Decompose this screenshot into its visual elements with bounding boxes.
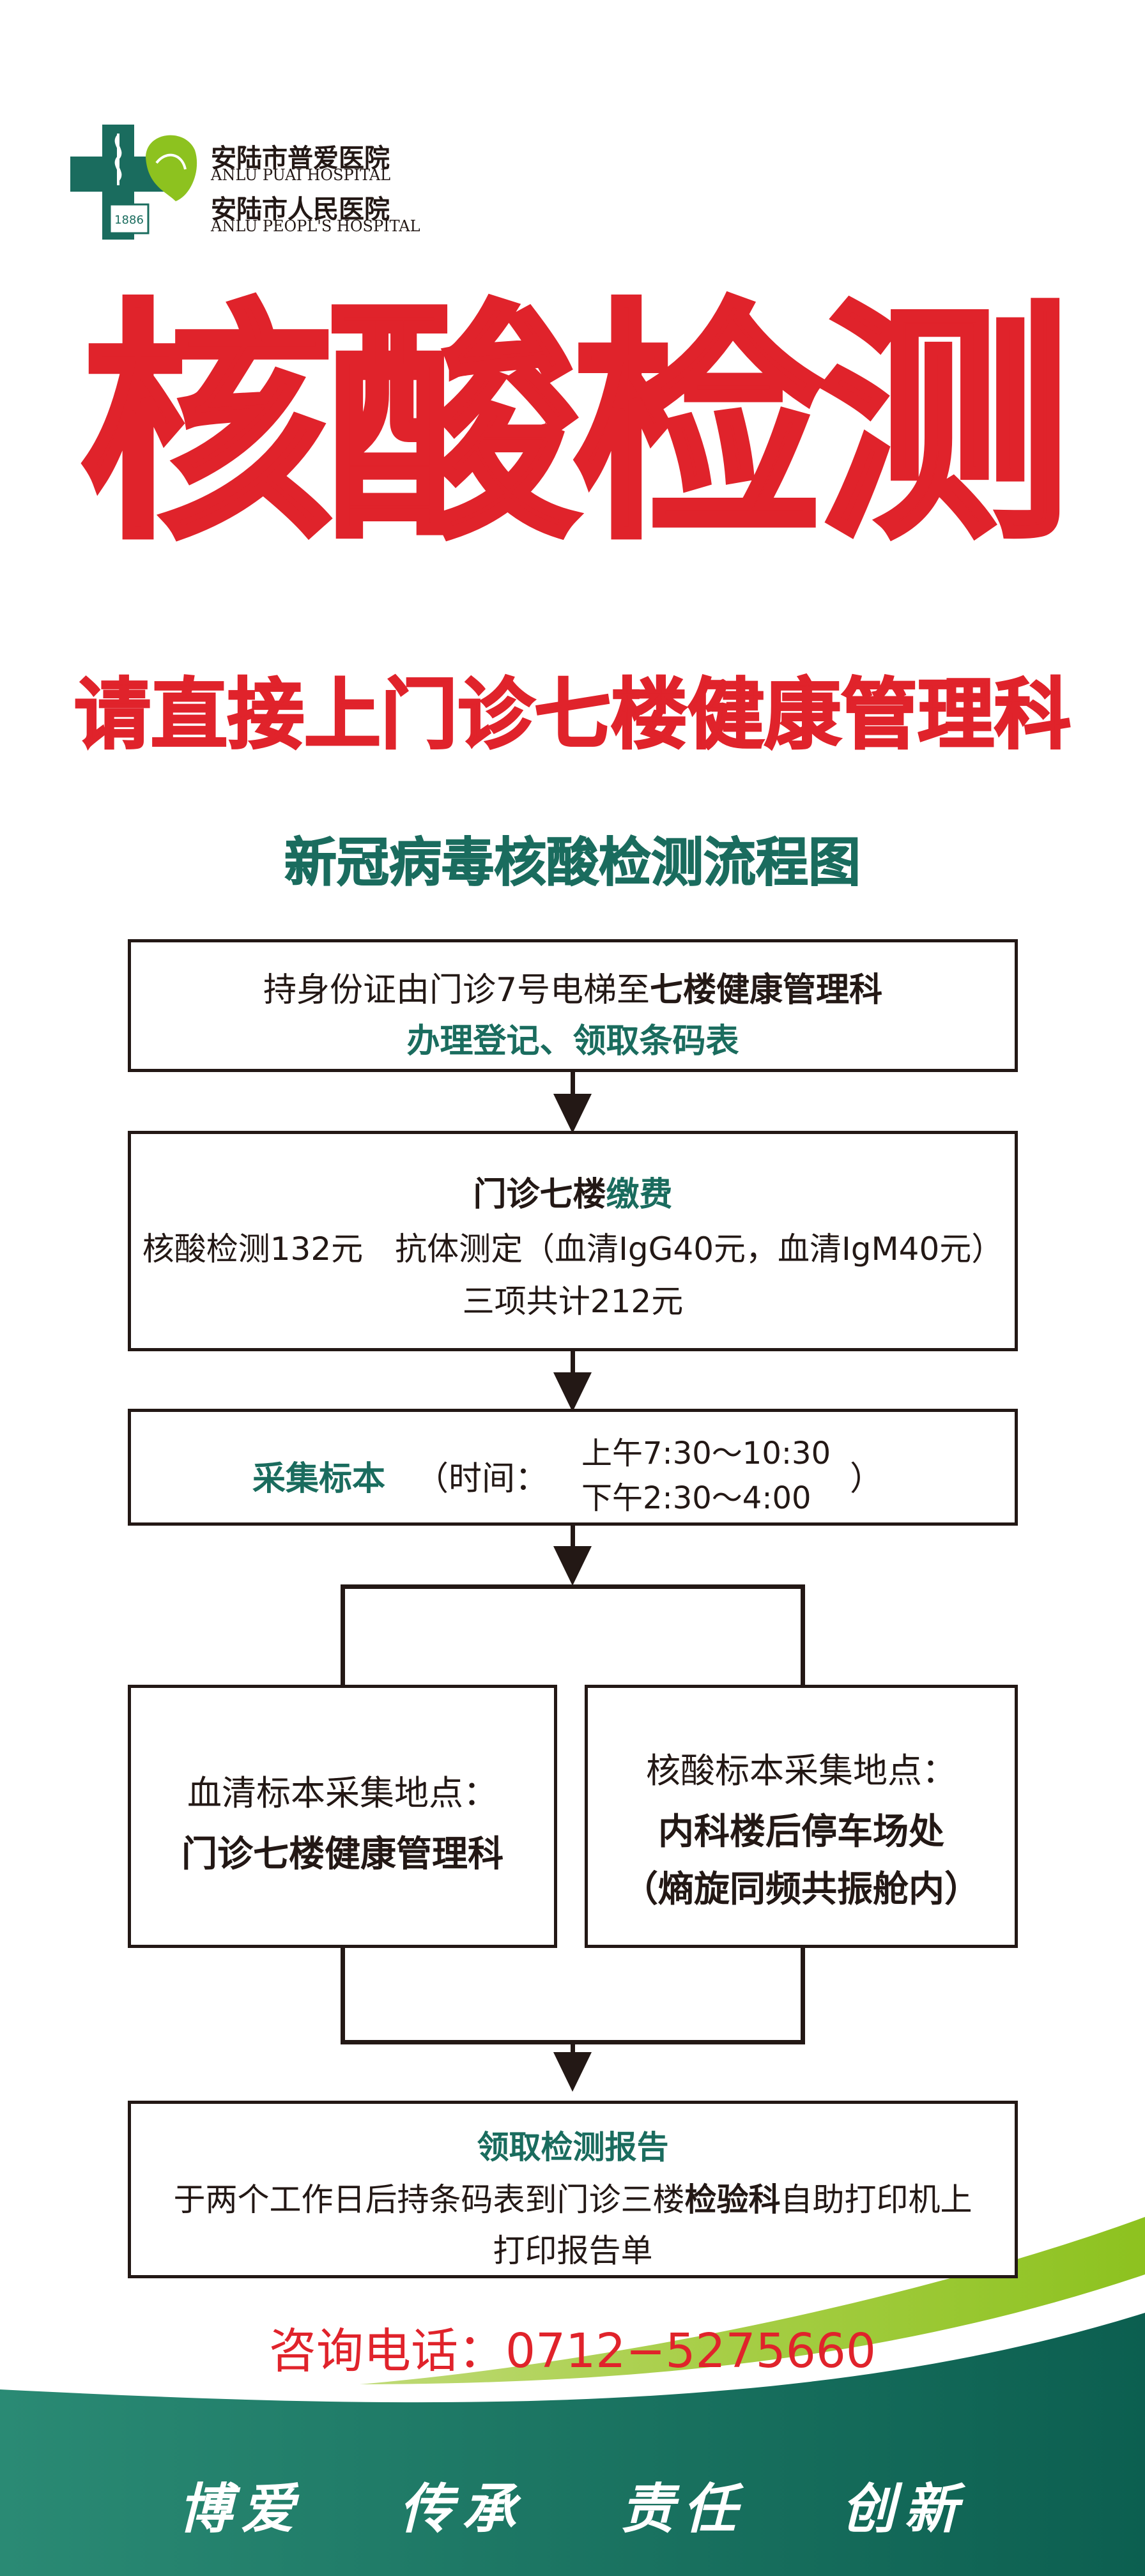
step-2-line-2: 核酸检测132元 抗体测定（血清IgG40元，血清IgM40元）: [142, 1230, 1004, 1268]
step-5-title: 领取检测报告: [477, 2129, 669, 2166]
nucleic-site-label: 核酸标本采集地点：: [646, 1751, 957, 1791]
step-5-text: 于两个工作日后持条码表到门诊三楼: [173, 2181, 685, 2218]
step-2-payment: 缴费: [606, 1176, 673, 1214]
step-1-text: 持身份证由门诊7号电梯至: [263, 971, 650, 1009]
motto-item: 传承: [399, 2477, 525, 2540]
logo-year: 1886: [114, 213, 144, 227]
step-3-box: 采集标本 （时间： 上午7:30～10:30 下午2:30～4:00 ）: [128, 1409, 1018, 1526]
hospital-logo: 1886 安陆市普爱医院 ANLU PUAI HOSPITAL 安陆市人民医院 …: [70, 125, 420, 246]
step-1-line-2: 办理登记、领取条码表: [406, 1022, 739, 1061]
sub-title: 请直接上门诊七楼健康管理科: [73, 671, 1072, 760]
step-5-line-2: 于两个工作日后持条码表到门诊三楼检验科自助打印机上: [131, 2174, 1015, 2220]
main-title: 核酸检测: [78, 279, 1073, 573]
step-1-destination: 七楼健康管理科: [650, 971, 883, 1009]
step-2-line-1: 门诊七楼缴费: [131, 1167, 1015, 1215]
motto-bar: 博爱 传承 责任 创新: [0, 2466, 1145, 2543]
flowchart-title: 新冠病毒核酸检测流程图: [284, 832, 861, 893]
step-5-box: 领取检测报告 于两个工作日后持条码表到门诊三楼检验科自助打印机上 打印报告单: [128, 2101, 1018, 2278]
split-right-down: [801, 1584, 805, 1685]
hospital-emblem-icon: 1886: [70, 125, 197, 240]
nucleic-site-location: 内科楼后停车场处: [658, 1811, 944, 1853]
arrow-down-icon: [553, 2052, 592, 2092]
logo-name-en-1: ANLU PUAI HOSPITAL: [211, 166, 391, 184]
serum-site-label: 血清标本采集地点：: [187, 1773, 498, 1813]
step-4-nucleic-box: 核酸标本采集地点： 内科楼后停车场处 （熵旋同频共振舱内）: [585, 1685, 1018, 1948]
step-3-time-pm: 下午2:30～4:00: [581, 1480, 811, 1516]
motto-item: 博爱: [178, 2477, 304, 2540]
connector-3: [571, 1526, 575, 1551]
step-1-box: 持身份证由门诊7号电梯至七楼健康管理科 办理登记、领取条码表: [128, 939, 1018, 1072]
motto-item: 责任: [620, 2477, 746, 2540]
step-2-location: 门诊七楼: [473, 1176, 606, 1214]
logo-name-cn-1: 安陆市普爱医院: [211, 143, 390, 173]
connector-2: [571, 1351, 575, 1377]
connector-4: [571, 2040, 575, 2056]
logo-name-en-2: ANLU PEOPL'S HOSPITAL: [211, 217, 420, 235]
merge-right-down: [801, 1948, 805, 2044]
merge-left-down: [341, 1948, 345, 2044]
connector-1: [571, 1072, 575, 1098]
arrow-down-icon: [553, 1094, 592, 1133]
consult-phone: 咨询电话：0712−5275660: [269, 2324, 876, 2379]
step-3-label: 采集标本: [252, 1460, 386, 1498]
logo-name-cn-2: 安陆市人民医院: [211, 194, 390, 224]
step-1-line-1: 持身份证由门诊7号电梯至七楼健康管理科: [131, 963, 1015, 1011]
step-5-line-3: 打印报告单: [493, 2232, 653, 2269]
step-4-serum-box: 血清标本采集地点： 门诊七楼健康管理科: [128, 1685, 557, 1948]
step-2-box: 门诊七楼缴费 核酸检测132元 抗体测定（血清IgG40元，血清IgM40元） …: [128, 1131, 1018, 1351]
step-5-text-suffix: 自助打印机上: [780, 2181, 972, 2218]
step-3-time-am: 上午7:30～10:30: [581, 1436, 831, 1471]
arrow-down-icon: [553, 1372, 592, 1412]
arrow-down-icon: [553, 1546, 592, 1586]
nucleic-site-detail: （熵旋同频共振舱内）: [622, 1869, 980, 1910]
step-5-department: 检验科: [684, 2181, 781, 2218]
step-3-time-open: （时间：: [415, 1460, 549, 1498]
split-left-down: [341, 1584, 345, 1685]
step-3-time-close: ）: [850, 1460, 884, 1498]
serum-site-location: 门诊七楼健康管理科: [181, 1834, 503, 1875]
step-2-line-3: 三项共计212元: [462, 1283, 684, 1320]
split-line-top: [341, 1584, 805, 1589]
motto-item: 创新: [841, 2477, 967, 2540]
